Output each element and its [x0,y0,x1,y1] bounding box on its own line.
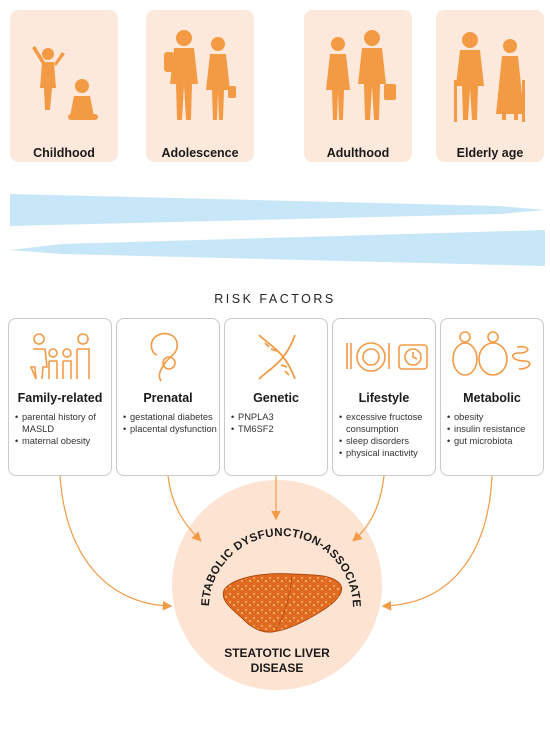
risk-factor-item: excessive fructose consumption [339,411,433,435]
life-stage-card-elderly: Elderly age [436,10,544,162]
life-stage-card-adulthood: Adulthood [304,10,412,162]
arrow-left-icon [10,230,545,266]
children-silhouette-icon [32,46,98,120]
connector-metabolic [381,475,493,611]
risk-factor-item: maternal obesity [15,435,109,447]
adolescents-silhouette-icon [164,30,236,120]
risk-factor-name: Metabolic [463,391,521,405]
liver-icon [222,573,342,633]
life-stage-label: Adulthood [326,146,390,160]
risk-factor-item: obesity [447,411,541,423]
risk-factor-item: placental dysfunction [123,423,217,435]
risk-factor-item: physical inactivity [339,447,433,459]
disease-line-2: DISEASE [250,661,304,675]
risk-factor-name: Family-related [17,391,103,405]
obesity-and-gut-icon [452,331,531,376]
risk-card-lifestyle: Lifestyle excessive fructose consumption… [332,318,436,476]
risk-factor-item: gut microbiota [447,435,541,447]
risk-factor-list: excessive fructose consumption sleep dis… [339,411,433,459]
disease-name: STEATOTIC LIVER DISEASE [172,646,382,676]
risk-card-prenatal: Prenatal gestational diabetes placental … [116,318,220,476]
risk-factor-name: Genetic [253,391,299,405]
disease-graphic: METABOLIC DYSFUNCTION-ASSOCIATED [172,480,362,633]
life-stage-label: Childhood [33,146,95,160]
risk-card-family: Family-related parental history of MASLD… [8,318,112,476]
life-stage-card-adolescence: Adolescence [146,10,254,162]
connector-family [59,475,173,611]
family-icon [29,333,90,380]
life-stage-label: Elderly age [456,146,524,160]
lifespan-arrows [10,194,545,266]
disease-line-1: STEATOTIC LIVER [224,646,330,660]
risk-factor-item: parental history of MASLD [15,411,109,435]
arrow-right-icon [10,194,545,226]
risk-factor-list: PNPLA3 TM6SF2 [231,411,325,435]
risk-factors-title: RISK FACTORS [214,292,336,306]
risk-factor-item: insulin resistance [447,423,541,435]
adults-silhouette-icon [326,30,396,120]
dna-icon [258,334,296,380]
elderly-silhouette-icon [454,32,525,122]
risk-factor-list: obesity insulin resistance gut microbiot… [447,411,541,447]
risk-factor-item: sleep disorders [339,435,433,447]
risk-factor-item: PNPLA3 [231,411,325,423]
plate-and-clock-icon [346,342,428,372]
risk-factor-list: parental history of MASLD maternal obesi… [15,411,109,447]
risk-card-genetic: Genetic PNPLA3 TM6SF2 [224,318,328,476]
risk-factor-item: gestational diabetes [123,411,217,423]
risk-factor-name: Lifestyle [358,391,410,405]
risk-card-metabolic: Metabolic obesity insulin resistance gut… [440,318,544,476]
life-stage-label: Adolescence [161,146,239,160]
risk-factor-list: gestational diabetes placental dysfuncti… [123,411,217,435]
risk-factor-name: Prenatal [143,391,193,405]
pregnancy-icon [150,332,179,382]
life-stage-card-childhood: Childhood [10,10,118,162]
risk-factor-item: TM6SF2 [231,423,325,435]
